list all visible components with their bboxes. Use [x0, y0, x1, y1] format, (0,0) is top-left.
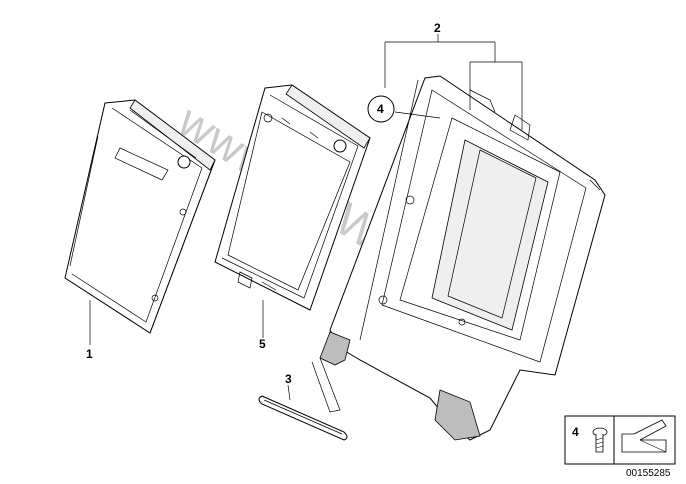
callout-4: 4 — [377, 102, 384, 116]
callout-4-circle: 4 — [367, 95, 395, 123]
part-2-backrest-frame — [311, 75, 606, 441]
legend-callout-4: 4 — [572, 425, 579, 439]
legend-box: 4 — [564, 415, 676, 465]
diagram-part-number: 00155285 — [626, 468, 671, 479]
callout-5: 5 — [259, 337, 266, 351]
direction-arrow-icon — [621, 419, 667, 453]
part-1-backrest-panel — [64, 99, 216, 334]
callout-2: 2 — [434, 21, 441, 35]
screw-icon — [592, 427, 608, 453]
callout-1: 1 — [86, 347, 93, 361]
leader-lines — [89, 34, 523, 401]
part-5-backrest-cover — [214, 84, 371, 311]
callout-3: 3 — [285, 372, 292, 386]
part-3-trim-strip — [258, 395, 348, 441]
